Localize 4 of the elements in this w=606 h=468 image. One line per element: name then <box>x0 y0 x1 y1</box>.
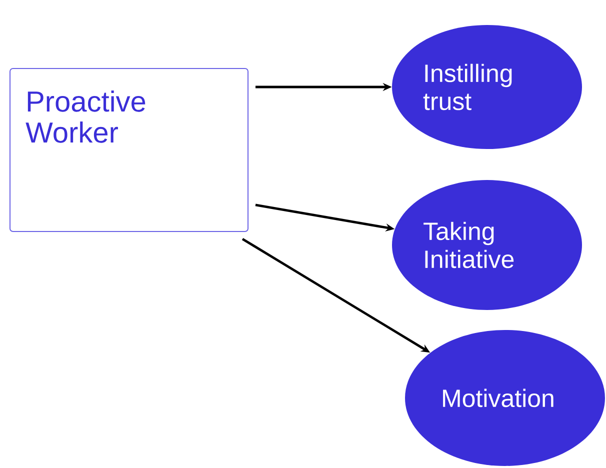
oval-node: Instilling trust <box>392 25 582 149</box>
process-box: Proactive Worker <box>10 68 248 232</box>
oval-node: Taking Initiative <box>392 180 582 310</box>
oval-node: Motivation <box>405 330 605 466</box>
